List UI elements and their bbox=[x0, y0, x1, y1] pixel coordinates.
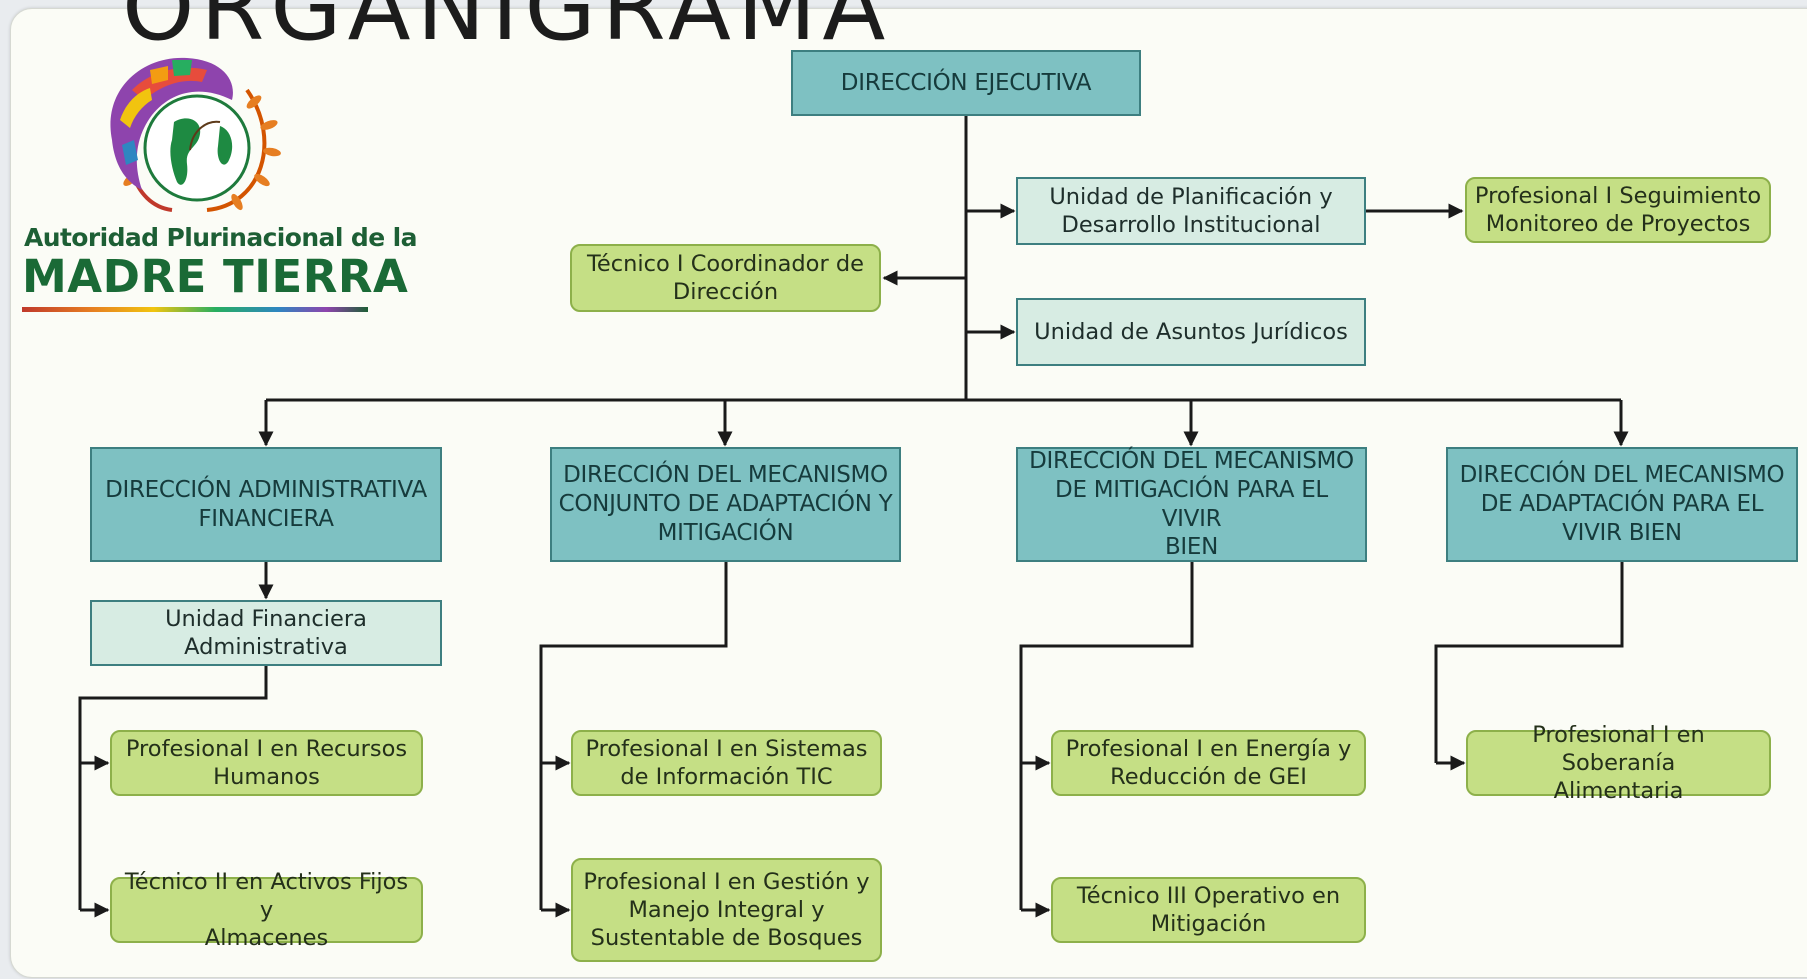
node-label: FINANCIERA bbox=[198, 505, 334, 532]
node-label: DE ADAPTACIÓN PARA EL bbox=[1480, 491, 1764, 518]
node-label: Técnico III Operativo en bbox=[1076, 882, 1341, 909]
node-tecnico-coordinador: Técnico I Coordinador de Dirección bbox=[570, 244, 881, 312]
node-unidad-planificacion: Unidad de Planificación y Desarrollo Ins… bbox=[1016, 177, 1366, 245]
node-unidad-financiera: Unidad Financiera Administrativa bbox=[90, 600, 442, 666]
node-tecnico-operativo-mitigacion: Técnico III Operativo en Mitigación bbox=[1051, 877, 1366, 943]
page-title: ORGANIGRAMA bbox=[122, 0, 892, 61]
node-label: Humanos bbox=[213, 764, 320, 790]
node-label: Profesional I en Gestión y bbox=[583, 868, 870, 895]
node-label: Profesional I en Soberanía bbox=[1532, 721, 1705, 776]
node-label: Monitoreo de Proyectos bbox=[1485, 211, 1751, 237]
node-profesional-seguimiento: Profesional I Seguimiento Monitoreo de P… bbox=[1465, 177, 1771, 243]
logo-color-bar bbox=[22, 307, 368, 312]
node-tecnico-activos: Técnico II en Activos Fijos y Almacenes bbox=[110, 869, 423, 951]
node-label: DIRECCIÓN DEL MECANISMO bbox=[1029, 448, 1354, 474]
node-label: DIRECCIÓN DEL MECANISMO bbox=[563, 462, 888, 489]
node-label: Manejo Integral y bbox=[628, 896, 825, 923]
node-direccion-ejecutiva: DIRECCIÓN EJECUTIVA bbox=[791, 50, 1141, 116]
node-label: Sustentable de Bosques bbox=[590, 925, 863, 952]
node-label: CONJUNTO DE ADAPTACIÓN Y bbox=[558, 491, 893, 518]
node-label: Almacenes bbox=[204, 925, 329, 952]
node-asuntos-juridicos: Unidad de Asuntos Jurídicos bbox=[1016, 298, 1366, 366]
node-label: Profesional I en Sistemas bbox=[585, 735, 868, 762]
node-profesional-soberania: Profesional I en Soberanía Alimentaria bbox=[1466, 722, 1771, 804]
node-label: DIRECCIÓN ADMINISTRATIVA bbox=[105, 476, 427, 503]
logo-name: MADRE TIERRA bbox=[22, 250, 409, 303]
node-label: Técnico II en Activos Fijos y bbox=[124, 868, 409, 923]
madre-tierra-logo bbox=[110, 57, 281, 212]
node-label: Unidad Financiera bbox=[165, 605, 367, 632]
logo-subtitle: Autoridad Plurinacional de la bbox=[24, 223, 418, 252]
node-label: VIVIR BIEN bbox=[1562, 519, 1682, 546]
node-label: Administrativa bbox=[184, 634, 348, 660]
node-profesional-sistemas-tic: Profesional I en Sistemas de Información… bbox=[571, 730, 882, 796]
node-label: Profesional I Seguimiento bbox=[1474, 182, 1762, 209]
node-direccion-mecanismo-conjunto: DIRECCIÓN DEL MECANISMO CONJUNTO DE ADAP… bbox=[550, 447, 901, 562]
node-label: DIRECCIÓN DEL MECANISMO bbox=[1459, 462, 1785, 489]
node-direccion-administrativa: DIRECCIÓN ADMINISTRATIVA FINANCIERA bbox=[90, 447, 442, 562]
node-profesional-bosques: Profesional I en Gestión y Manejo Integr… bbox=[571, 858, 882, 962]
node-label: DE MITIGACIÓN PARA EL VIVIR bbox=[1055, 476, 1328, 532]
node-label: Dirección bbox=[672, 279, 779, 305]
node-label: Mitigación bbox=[1150, 911, 1267, 937]
node-label: Técnico I Coordinador de bbox=[587, 250, 864, 277]
node-label: Alimentaria bbox=[1553, 778, 1684, 805]
node-direccion-adaptacion: DIRECCIÓN DEL MECANISMO DE ADAPTACIÓN PA… bbox=[1446, 447, 1798, 562]
node-label: DIRECCIÓN EJECUTIVA bbox=[840, 69, 1092, 96]
node-label: Profesional I en Recursos bbox=[125, 735, 408, 762]
node-label: Unidad de Planificación y bbox=[1049, 183, 1333, 210]
node-profesional-energia: Profesional I en Energía y Reducción de … bbox=[1051, 730, 1366, 796]
node-label: Reducción de GEI bbox=[1110, 764, 1307, 790]
node-label: BIEN bbox=[1164, 534, 1219, 561]
node-label: Unidad de Asuntos Jurídicos bbox=[1034, 318, 1348, 345]
node-label: Profesional I en Energía y bbox=[1065, 735, 1352, 762]
node-direccion-mitigacion: DIRECCIÓN DEL MECANISMO DE MITIGACIÓN PA… bbox=[1016, 447, 1367, 562]
node-profesional-rrhh: Profesional I en Recursos Humanos bbox=[110, 730, 423, 796]
node-label: MITIGACIÓN bbox=[657, 519, 794, 546]
node-label: Desarrollo Institucional bbox=[1061, 212, 1321, 238]
node-label: de Información TIC bbox=[620, 764, 833, 790]
